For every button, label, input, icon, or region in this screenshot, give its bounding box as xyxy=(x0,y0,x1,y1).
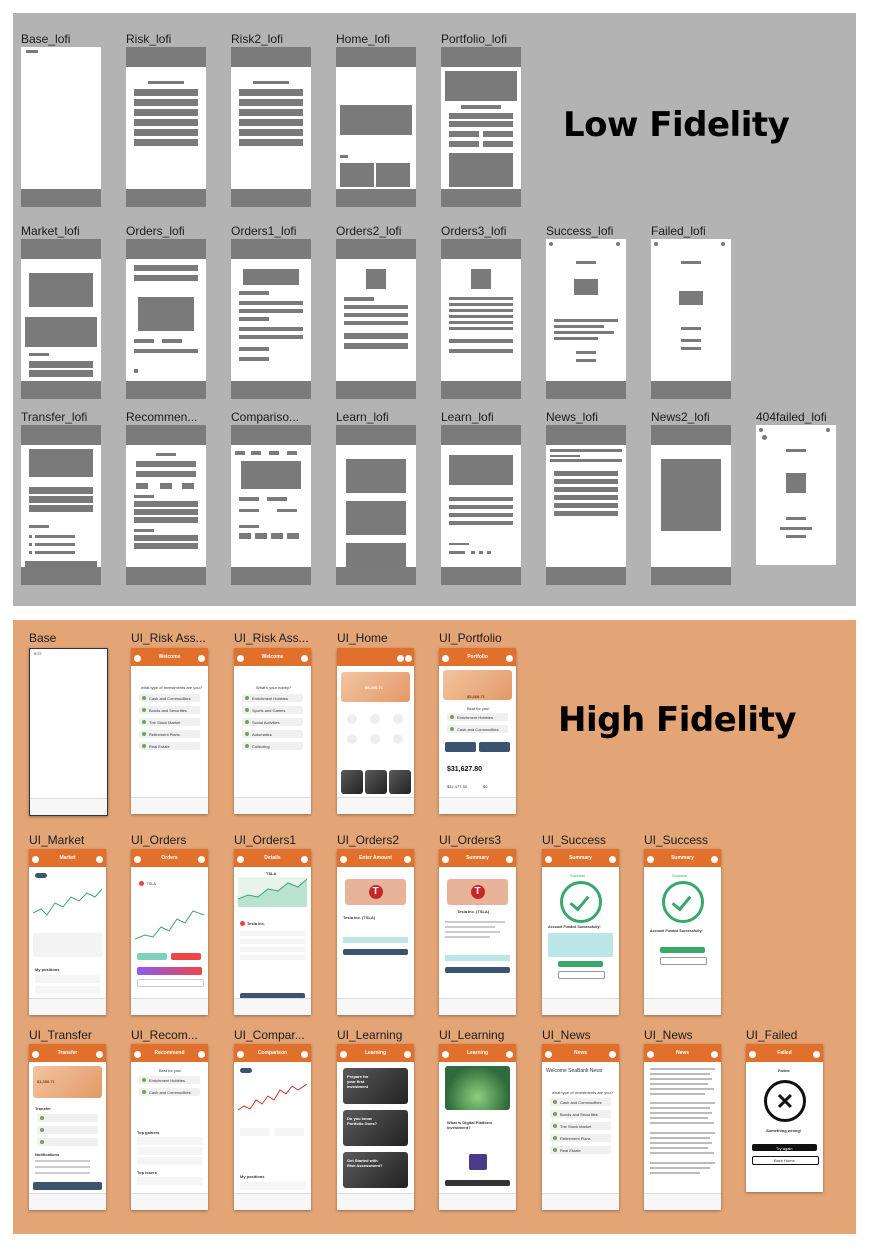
hifi-label: Base xyxy=(29,631,57,645)
hifi-label: UI_News xyxy=(542,1028,591,1042)
lofi-label: Recommen... xyxy=(126,410,198,424)
low-fidelity-heading: Low Fidelity xyxy=(563,105,790,145)
hifi-label: UI_Portfolio xyxy=(439,631,502,645)
lofi-transfer-screen[interactable] xyxy=(21,425,101,585)
lofi-label: Market_lofi xyxy=(21,224,80,238)
lofi-label: Transfer_lofi xyxy=(21,410,88,424)
hifi-failed-screen[interactable]: Failed Failed Something wrong! Try again… xyxy=(746,1044,823,1192)
lofi-portfolio-screen[interactable] xyxy=(441,47,521,207)
lofi-success-screen[interactable] xyxy=(546,239,626,399)
lofi-base-screen[interactable] xyxy=(21,47,101,207)
hifi-label: UI_News xyxy=(644,1028,693,1042)
lofi-label: News2_lofi xyxy=(651,410,710,424)
low-fidelity-section: Low Fidelity Base_lofi Risk_lofi Risk2_l… xyxy=(13,13,856,606)
high-fidelity-section: High Fidelity Base UI_Risk Ass... UI_Ris… xyxy=(13,620,856,1234)
hifi-label: UI_Failed xyxy=(746,1028,798,1042)
hifi-orders-screen[interactable]: Orders TSLA xyxy=(131,849,208,1015)
lofi-404-failed-screen[interactable] xyxy=(756,425,836,565)
hifi-orders1-screen[interactable]: Details TSLA Tesla Inc. xyxy=(234,849,311,1015)
hifi-comparison-screen[interactable]: Comparison My positions xyxy=(234,1044,311,1210)
lofi-failed-screen[interactable] xyxy=(651,239,731,399)
lofi-label: Risk_lofi xyxy=(126,32,172,46)
lofi-recommend-screen[interactable] xyxy=(126,425,206,585)
lofi-news2-screen[interactable] xyxy=(651,425,731,585)
lofi-label: Risk2_lofi xyxy=(231,32,284,46)
success-check-icon xyxy=(560,881,602,923)
hifi-label: UI_Recom... xyxy=(131,1028,198,1042)
hifi-label: UI_Orders2 xyxy=(337,833,400,847)
lofi-label: Orders2_lofi xyxy=(336,224,402,238)
high-fidelity-heading: High Fidelity xyxy=(558,700,797,740)
hifi-news-screen[interactable]: News Welcome SeaBank News what type of I… xyxy=(542,1044,619,1210)
hifi-label: UI_Learning xyxy=(439,1028,505,1042)
lofi-orders-screen[interactable] xyxy=(126,239,206,399)
hifi-label: UI_Success xyxy=(644,833,709,847)
hifi-label: UI_Success xyxy=(542,833,607,847)
lofi-orders2-screen[interactable] xyxy=(336,239,416,399)
lofi-learn-screen[interactable] xyxy=(336,425,416,585)
lofi-label: Learn_lofi xyxy=(336,410,389,424)
hifi-label: UI_Risk Ass... xyxy=(131,631,206,645)
hifi-risk2-screen[interactable]: Welcome What's your hobby? Enrichment Ho… xyxy=(234,648,311,814)
hifi-success2-screen[interactable]: Summary Success Account Funded Successfu… xyxy=(644,849,721,1015)
hifi-base-screen[interactable]: 9:27 xyxy=(29,648,108,816)
lofi-label: Learn_lofi xyxy=(441,410,494,424)
hifi-recommend-screen[interactable]: Recommend Best for you! Enrichment Hobbi… xyxy=(131,1044,208,1210)
hifi-news2-screen[interactable]: News xyxy=(644,1044,721,1210)
hifi-home-screen[interactable]: $5,260.71 xyxy=(337,648,414,814)
hifi-label: UI_Orders xyxy=(131,833,187,847)
lofi-market-screen[interactable] xyxy=(21,239,101,399)
hifi-portfolio-screen[interactable]: Portfolio $5,260.71 Best for you! Enrich… xyxy=(439,648,516,814)
lofi-risk-screen[interactable] xyxy=(126,47,206,207)
lofi-label: Orders3_lofi xyxy=(441,224,507,238)
hifi-risk-screen[interactable]: Welcome what type of Investments are you… xyxy=(131,648,208,814)
lofi-label: Base_lofi xyxy=(21,32,71,46)
failed-x-icon xyxy=(764,1080,806,1122)
hifi-label: UI_Transfer xyxy=(29,1028,92,1042)
hifi-transfer-screen[interactable]: Transfer $1,350.71 Transfer Notification… xyxy=(29,1044,106,1210)
lofi-label: Orders1_lofi xyxy=(231,224,297,238)
lofi-label: 404failed_lofi xyxy=(756,410,827,424)
lofi-comparison-screen[interactable] xyxy=(231,425,311,585)
hifi-success-screen[interactable]: Summary Success Account Funded Successfu… xyxy=(542,849,619,1015)
hifi-label: UI_Compar... xyxy=(234,1028,305,1042)
hifi-orders3-screen[interactable]: Summary Tesla Inc. (TSLA) xyxy=(439,849,516,1015)
hifi-market-screen[interactable]: Market My positions xyxy=(29,849,106,1015)
hifi-label: UI_Orders1 xyxy=(234,833,297,847)
lofi-news-screen[interactable] xyxy=(546,425,626,585)
lofi-label: Failed_lofi xyxy=(651,224,706,238)
lofi-label: Compariso... xyxy=(231,410,300,424)
lofi-label: Portfolio_lofi xyxy=(441,32,508,46)
lofi-label: Orders_lofi xyxy=(126,224,185,238)
hifi-label: UI_Risk Ass... xyxy=(234,631,309,645)
lofi-learn2-screen[interactable] xyxy=(441,425,521,585)
hifi-label: UI_Orders3 xyxy=(439,833,502,847)
lofi-label: News_lofi xyxy=(546,410,599,424)
hifi-learning2-screen[interactable]: Learning What is Digital Platform invest… xyxy=(439,1044,516,1210)
hifi-label: UI_Home xyxy=(337,631,388,645)
hifi-orders2-screen[interactable]: Enter Amount Tesla Inc. (TSLA) xyxy=(337,849,414,1015)
hifi-learning-screen[interactable]: Learning Prepare for your first investme… xyxy=(337,1044,414,1210)
lofi-label: Success_lofi xyxy=(546,224,614,238)
hifi-label: UI_Learning xyxy=(337,1028,403,1042)
lofi-label: Home_lofi xyxy=(336,32,391,46)
lofi-orders3-screen[interactable] xyxy=(441,239,521,399)
success-check-icon xyxy=(662,881,704,923)
hifi-label: UI_Market xyxy=(29,833,85,847)
lofi-risk2-screen[interactable] xyxy=(231,47,311,207)
lofi-home-screen[interactable] xyxy=(336,47,416,207)
lofi-orders1-screen[interactable] xyxy=(231,239,311,399)
